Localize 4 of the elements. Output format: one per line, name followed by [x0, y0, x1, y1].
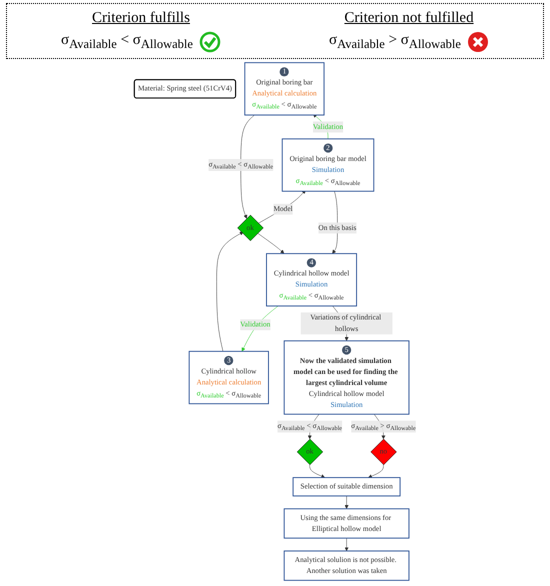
criterion-heading: Criterion not fulfilled	[344, 10, 474, 26]
criterion-heading: Criterion fulfills	[92, 10, 190, 26]
stress-condition: σ$_{Available}$ < σ$_{Allowable}$	[61, 32, 193, 52]
stress-condition: σ$_{Available}$ > σ$_{Allowable}$	[329, 32, 461, 52]
